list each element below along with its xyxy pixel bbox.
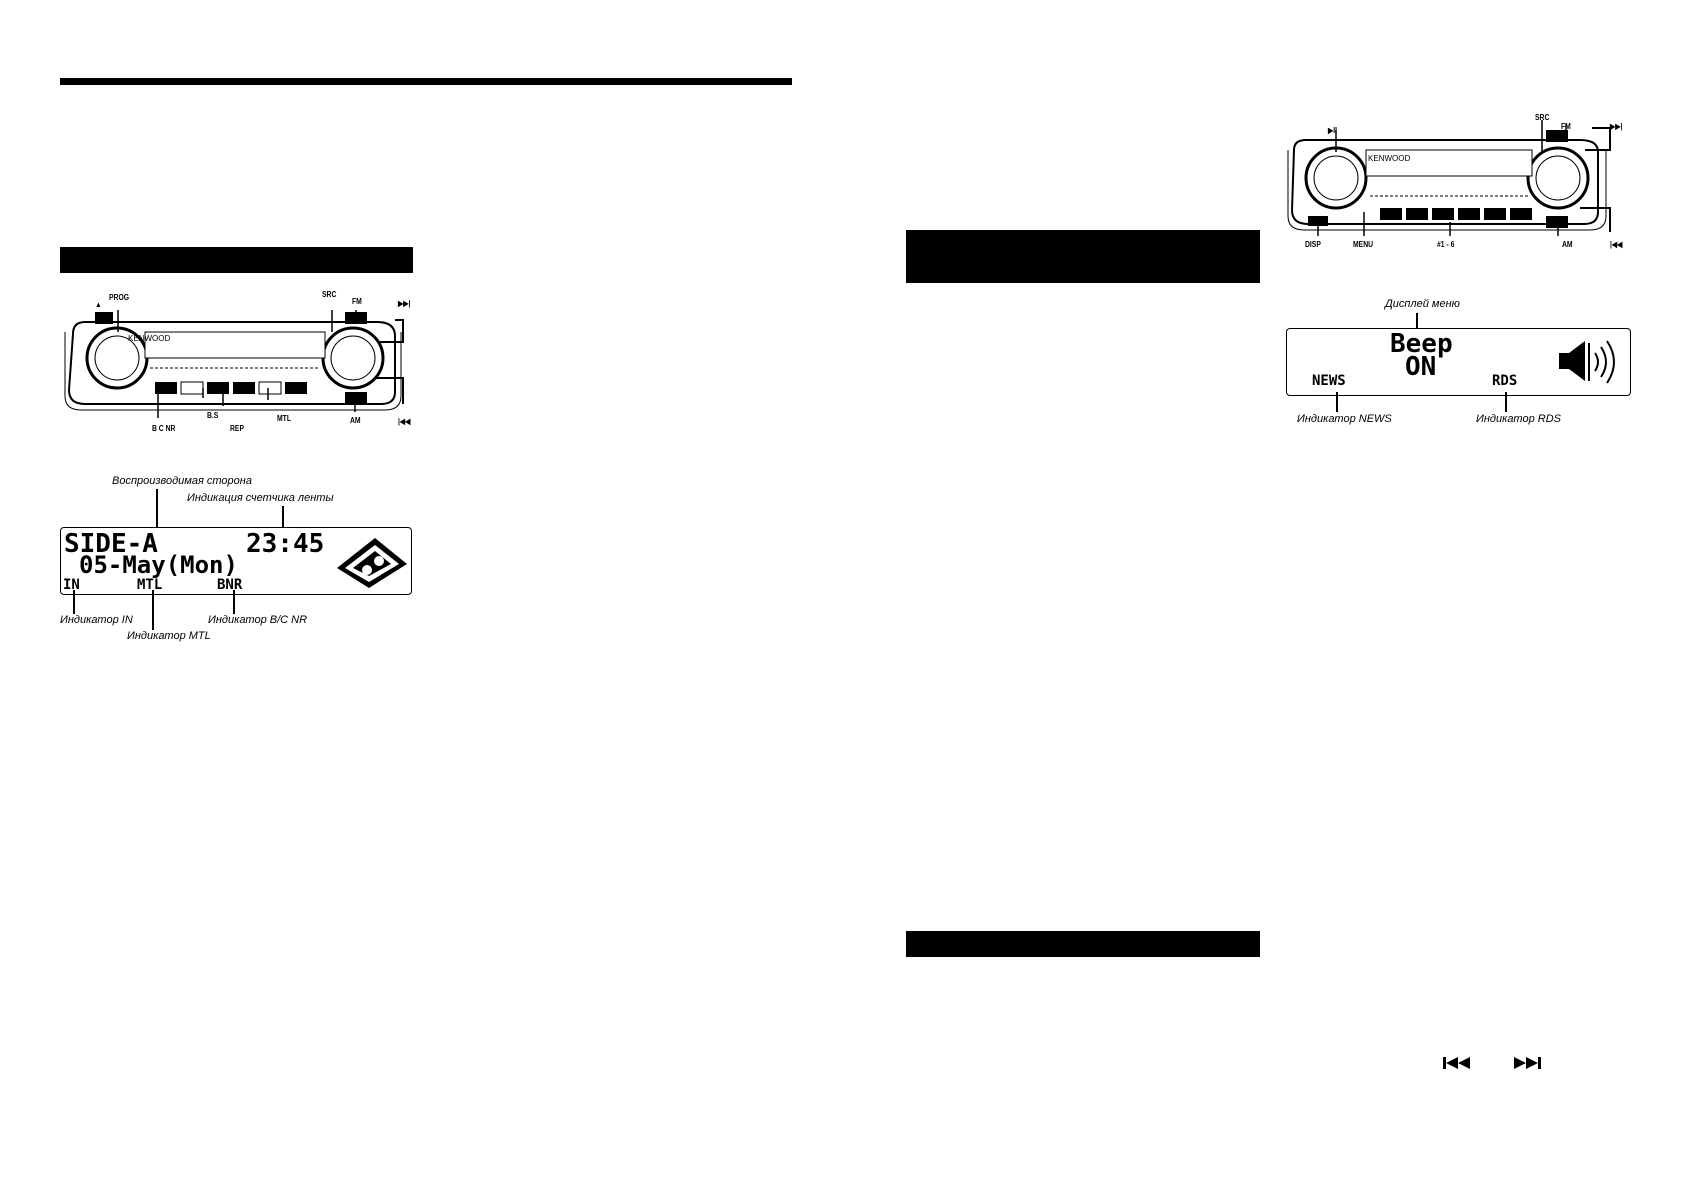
label-presets: #1 - 6 [1437,240,1455,249]
faceplate-brand-left: KENWOOD [128,334,171,343]
callout-line-in [73,590,75,614]
label-src-left: SRC [322,290,337,299]
lcd-ind-bnr: BNR [217,577,243,593]
section-header-bar-right-bottom [906,931,1260,957]
lcd-ind-news: NEWS [1312,373,1346,389]
label-src-right: SRC [1535,113,1550,122]
callout-rds: Индикатор RDS [1476,413,1561,425]
next-track-icon [1514,1057,1541,1069]
label-rep: REP [230,424,244,433]
label-am-left: AM [350,416,361,425]
label-prog: PROG [109,293,130,302]
callout-line-menu [1416,313,1418,330]
lcd-ind-rds: RDS [1492,373,1518,389]
next-track-label: ▶▶| [1514,1072,1516,1073]
callout-in: Индикатор IN [60,614,133,626]
callout-side: Воспроизводимая сторона [112,475,252,487]
cassette-icon [337,538,407,588]
label-fm-left: FM [352,297,362,306]
section-header-bar-left [60,247,413,273]
faceplate-figure-left [55,292,425,432]
lcd-ind-in: IN [63,577,80,593]
callout-line-counter [282,506,284,530]
callout-line-rds [1505,392,1507,412]
callout-line-news [1336,392,1338,412]
label-disp: DISP [1305,240,1321,249]
callout-line-bnr [233,590,235,614]
faceplate-figure-right [1280,112,1640,252]
callout-counter: Индикация счетчика ленты [187,492,334,504]
lcd-side: SIDE-A [64,529,158,559]
label-bcnr: B C NR [152,424,176,433]
prev-track-icon [1443,1057,1470,1069]
lcd-display-menu: Beep ON NEWS RDS [1286,328,1631,396]
callout-menu-display: Дисплей меню [1385,298,1460,310]
label-prev-right: |◀◀ [1610,240,1623,249]
speaker-icon [1559,340,1615,384]
lcd-counter: 23:45 [246,529,325,559]
faceplate-brand-right: KENWOOD [1368,154,1411,163]
label-fm-right: FM [1561,122,1571,131]
section-header-bar-right-top [906,230,1260,283]
label-mtl-left: MTL [277,414,291,423]
faceplate-drawing-left [64,310,404,418]
lcd-beep: Beep [1390,329,1453,359]
lcd-on: ON [1405,352,1437,382]
lcd-ind-mtl: MTL [137,577,163,593]
callout-line-mtl [152,590,154,630]
label-menu: MENU [1353,240,1374,249]
faceplate-drawing-right [1287,120,1611,236]
callout-mtl: Индикатор MTL [127,630,211,642]
lcd-date: 05-May(Mon) [79,551,238,579]
label-eject: ▲ [95,300,102,309]
label-next-left: ▶▶| [398,299,411,308]
callout-line-side [156,489,158,529]
callout-bnr: Индикатор B/C NR [208,614,308,626]
label-prev-left: |◀◀ [398,417,411,426]
top-rule [60,78,792,85]
label-play: ▶II [1328,126,1338,135]
lcd-display-tape: SIDE-A 23:45 05-May(Mon) IN MTL BNR [60,527,412,595]
label-next-right: ▶▶| [1610,122,1623,131]
label-am-right: AM [1562,240,1573,249]
prev-track-label: |◀◀ [1443,1072,1445,1073]
label-bs: B.S [207,411,219,420]
callout-news: Индикатор NEWS [1297,413,1392,425]
